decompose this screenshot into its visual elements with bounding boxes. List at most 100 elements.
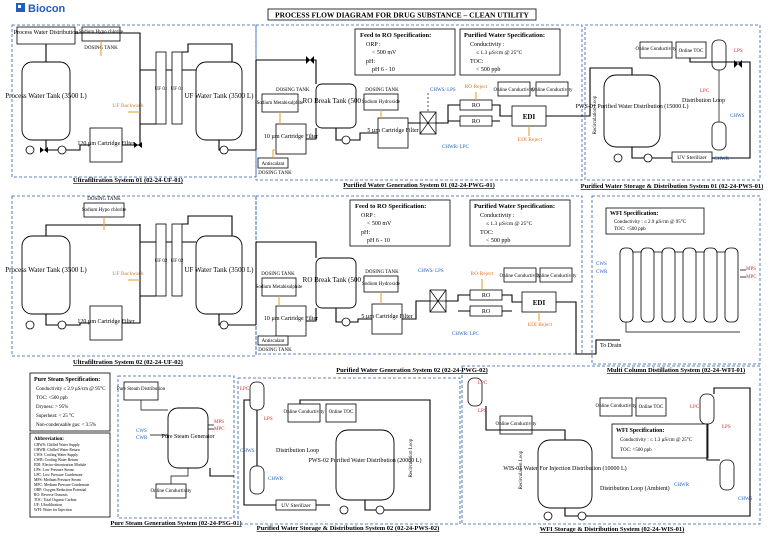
abbrev-item: EDI: Electro-deionization Module [34, 463, 86, 467]
uf01-uf-tank [195, 61, 243, 141]
uf02-module-a-label: UF 02 [155, 259, 168, 264]
pws02-tank [335, 429, 395, 501]
psg01-spec-item-1: TOC: <500 ppb [36, 396, 68, 401]
pws01-tank-label: PWS-01 Purified Water Distribution (1500… [576, 103, 689, 110]
pws01-uv [671, 151, 713, 163]
uf02-filter [89, 305, 123, 341]
pwg01-filter10 [275, 123, 307, 155]
pws02-heat-exchanger-1 [249, 381, 265, 411]
pwg01-online-cond-2 [535, 81, 569, 97]
pwg02-break-tank-label: RO Break Tank (500 L) [303, 276, 370, 284]
uf02-process-tank [21, 235, 71, 315]
psg01-section: Pure Steam Specification: Conductivity ≤… [29, 372, 242, 527]
pwg01-dosing-3: DOSING TANK [365, 88, 399, 93]
pws02-lps: LPS [264, 417, 273, 422]
pws02-heat-exchanger-2 [249, 465, 265, 495]
pwg02-feed-spec-orp-val: < 500 mV [367, 221, 392, 227]
psg01-cws: CWS [136, 429, 147, 434]
wis01-spec-cond: Conductivity : ≤ 1.3 µS/cm @ 25°C [620, 438, 693, 443]
wis01-heat-exchanger-2 [467, 377, 483, 407]
pwg01-dosing-2: DOSING TANK [258, 171, 292, 176]
uf01-section: Process Water Distribution Sodium Hypo c… [5, 24, 257, 184]
pws01-heat-exchanger-1 [711, 39, 727, 71]
pwg01-pump [341, 135, 351, 145]
pws01-lpc: LPC [700, 89, 710, 94]
pwg02-pump [341, 317, 351, 327]
wis01-title: WFI Storage & Distribution System (02-24… [540, 526, 685, 533]
pwg01-chws-label: CHWS/ LPS [430, 88, 456, 93]
psg01-spec-item-2: Dryness: > 95% [36, 405, 68, 410]
uf01-pump-2 [57, 145, 67, 155]
uf02-backwash: UF Backwash [112, 271, 143, 277]
pwg01-filter10-label: 10 µm Cartridge Filter [264, 134, 318, 140]
pwg01-ro-1-label: RO [472, 103, 481, 109]
pwg02-pw-spec-cond-val: ≤ 1.3 µS/cm @ 25°C [486, 220, 533, 227]
wis01-border [461, 365, 761, 525]
pws01-online-toc-label: Online TOC [679, 49, 704, 54]
wis01-online-cond-2-label: Online Conductivity [596, 404, 637, 409]
uf02-module-b-label: UF 02 [171, 259, 184, 264]
pwg01-feed-spec-box [354, 28, 456, 76]
pwg01-online-cond-2-label: Online Conductivity [532, 88, 573, 93]
pws01-dist: Distribution Loop [682, 98, 725, 104]
abbrev-item: WFI: Water for Injection [34, 508, 72, 512]
pws02-online-toc [325, 403, 357, 423]
pwg01-pw-spec-cond: Conductivity : [470, 42, 505, 48]
abbrev-item: TOC: Total Organic Carbon [34, 498, 77, 502]
wis01-tank-label: WIS-01 Water For Injection Distribution … [503, 465, 626, 472]
pwg02-edi-reject: EDI Reject [528, 322, 553, 328]
uf02-uf-tank-label: UF Water Tank (3500 L) [184, 266, 254, 274]
pws02-tank-label: PWS-02 Purified Water Distribution (2000… [309, 457, 422, 464]
pws02-dist: Distribution Loop [276, 448, 319, 454]
pwg02-pw-spec-title: Purified Water Specification: [474, 203, 555, 210]
page-title: PROCESS FLOW DIAGRAM FOR DRUG SUBSTANCE … [275, 11, 530, 20]
psg01-generator-label: Pure Steam Generator [162, 434, 215, 440]
psg01-spec-item-4: Non-condensable gas: < 3.5% [36, 423, 96, 428]
pwg01-pw-spec-box [459, 28, 561, 76]
pwg01-border [255, 24, 583, 181]
pwg02-feed-spec-title: Feed to RO Specification: [355, 203, 426, 210]
uf01-title: Ultrafiltration System 01 (02-24-UF-01) [73, 177, 183, 184]
pwg01-hydroxide-label: Sodium Hydroxide [362, 100, 401, 105]
uf01-feed-label: Process Water Distribution [14, 30, 78, 36]
uf02-pump-3 [219, 320, 229, 330]
wis01-lps-2: LPS [478, 409, 487, 414]
title-box [267, 8, 537, 21]
abbrev-item: CHWS: Chilled Water Supply [34, 443, 80, 447]
uf01-module-b-label: UF 01 [171, 87, 184, 92]
uf01-uf-tank-label: UF Water Tank (3500 L) [184, 92, 254, 100]
pwg02-dosing-1: DOSING TANK [261, 272, 295, 277]
pwg01-feed-spec-ph: pH: [366, 59, 375, 65]
pwg01-chwr-label: CHWR/ LPC [442, 145, 469, 150]
psg01-title: Pure Steam Generation System (02-24-PSG-… [110, 520, 241, 527]
distillation-columns [619, 247, 739, 323]
pwg01-filter5 [377, 117, 409, 149]
pwg02-antiscalant-label: Antiscalant [262, 339, 285, 344]
abbrev-box [29, 432, 111, 518]
wfi01-mps: MPS [746, 267, 756, 272]
pws01-uv-label: UV Sterilizer [677, 155, 707, 161]
pwg01-section: Feed to RO Specification: ORP : < 500 mV… [255, 24, 583, 189]
uf02-pump-2 [57, 320, 67, 330]
biocon-logo: Biocon [16, 3, 66, 15]
psg01-spec-item-3: Superheat: < 25 °C [36, 414, 75, 419]
pwg02-feed-spec-box [349, 199, 451, 247]
pwg01-edi-label: EDI [523, 113, 536, 121]
wfi01-title: Multi Column Distillation System (02-24-… [607, 367, 745, 374]
pwg01-meta-label: Sodium Metabisulphite [257, 101, 305, 106]
pwg01-feed-spec-orp-val: < 500 mV [372, 50, 397, 56]
wis01-recirc: Recirculation Loop [519, 450, 524, 489]
uf01-module-a-label: UF 01 [155, 87, 168, 92]
uf01-filter-label: 120 µm Cartridge Filter [77, 141, 134, 147]
pws02-border [237, 377, 461, 525]
pwg01-online-cond-1-label: Online Conductivity [494, 88, 535, 93]
pwg02-title: Purified Water Generation System 02 (02-… [336, 367, 488, 374]
pwg02-edi-label: EDI [533, 299, 546, 307]
pwg02-online-cond-2 [539, 267, 573, 283]
pws02-pump-2 [375, 505, 385, 515]
uf01-pump-1 [25, 145, 35, 155]
wis01-online-cond-label: Online Conductivity [496, 422, 537, 427]
pws01-section: Online Conductivity Online TOC LPS LPC C… [576, 24, 763, 190]
wis01-lpc: LPC [690, 405, 700, 410]
pwg02-feed-spec-ph-val: pH 6 - 10 [367, 238, 390, 244]
